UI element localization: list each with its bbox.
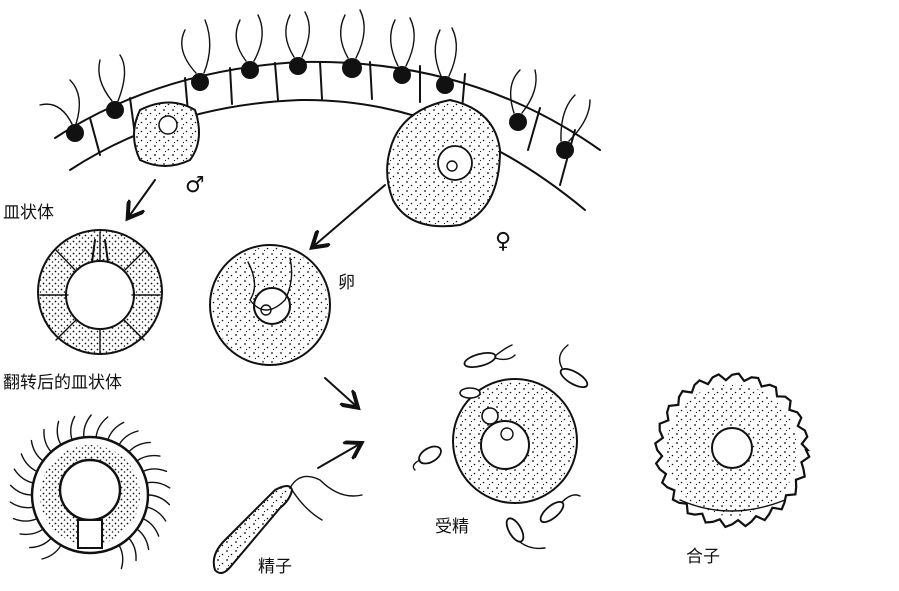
inverted-phialide-flagellum	[43, 428, 52, 453]
inverted-phialide-flagellum	[9, 501, 34, 509]
inverted-phialide-flagellum	[107, 421, 125, 441]
label-fertilization: 受精	[435, 517, 469, 537]
inverted-phialide-flagellum	[41, 544, 62, 560]
label-zygote: 合子	[686, 547, 720, 567]
arrow-egg-to-fertilization	[324, 377, 355, 405]
inverted-phialide-flagellum	[142, 468, 168, 473]
sperm	[212, 475, 363, 575]
inverted-phialide-flagellum	[146, 481, 171, 489]
female-symbol: ♀	[495, 229, 511, 254]
inverted-phialide-flagellum	[118, 544, 124, 570]
colony-wall	[39, 9, 601, 228]
inverted-phialide-flagellum	[29, 537, 52, 549]
somatic-cells	[66, 57, 574, 159]
inverted-phialide-flagellum	[12, 517, 38, 522]
inverted-phialide-flagellum	[142, 517, 160, 537]
inverted-phialide-flagellum	[128, 441, 151, 453]
label-egg: 卵	[338, 273, 355, 293]
phialide	[37, 229, 163, 355]
inverted-phialide-flagellum	[13, 468, 34, 484]
inverted-phialide-flagellum	[147, 494, 171, 506]
flagella	[39, 9, 591, 142]
male-symbol: ♂	[185, 173, 205, 198]
inverted-phialide-flagellum	[136, 454, 161, 462]
arrow-to-egg	[315, 184, 386, 245]
inverted-phialide-flagellum	[20, 453, 38, 473]
inverted-phialide	[9, 414, 171, 570]
surrounding-sperm	[412, 344, 589, 550]
arrow-to-phialide	[130, 179, 156, 215]
male-gonidium	[133, 101, 200, 167]
arrow-sperm-to-fertilization	[317, 445, 358, 469]
inverted-phialide-flagellum	[136, 528, 150, 551]
label-inverted-phialide: 翻转后的皿状体	[3, 373, 122, 393]
inverted-phialide-flagellum	[118, 430, 139, 446]
inverted-phialide-flagellum	[146, 506, 167, 522]
arrows	[130, 179, 386, 469]
label-sperm: 精子	[258, 557, 292, 577]
inverted-phialide-flagellum	[19, 528, 44, 536]
inverted-phialide-flagellum	[70, 415, 76, 441]
inverted-phialide-flagellum	[95, 416, 109, 438]
label-phialide: 皿状体	[3, 203, 54, 223]
female-gonidium	[386, 98, 502, 228]
egg-cell	[209, 244, 331, 366]
inverted-phialide-flagellum	[128, 537, 137, 562]
inverted-phialide-flagellum	[56, 420, 62, 446]
inverted-phialide-flagellum	[9, 484, 33, 496]
fertilization-cell	[412, 344, 589, 550]
inverted-phialide-flagellum	[83, 414, 92, 438]
inverted-phialide-flagellum	[30, 439, 44, 462]
zygote	[654, 372, 811, 529]
